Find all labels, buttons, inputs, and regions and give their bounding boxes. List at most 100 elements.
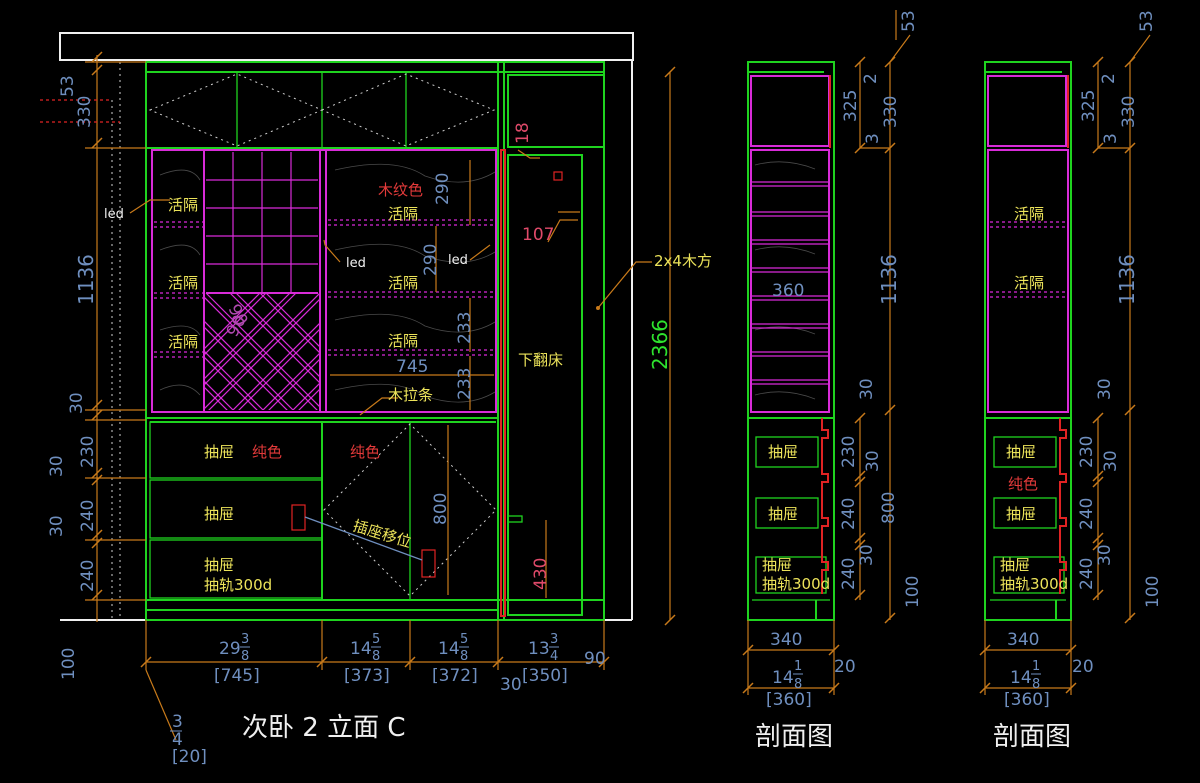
svg-text:3: 3 <box>241 632 249 647</box>
dim-small-107: 107 <box>522 225 554 245</box>
wood-strip-label: 木拉条 <box>388 386 433 404</box>
svg-text:8: 8 <box>372 649 380 664</box>
timber-label: 2x4木方 <box>654 252 712 270</box>
fold-bed <box>500 149 583 617</box>
section1-240a: 240 <box>839 498 859 530</box>
drawer-label-2: 抽屉 <box>204 505 234 523</box>
bottom-dim-4: 13 3 4 [350] <box>522 632 568 686</box>
section1-330: 330 <box>881 96 901 128</box>
shelf-label-3: 活隔 <box>168 333 198 351</box>
led-label-3: led <box>448 253 468 268</box>
section2-frac-num: 1 <box>1032 659 1040 674</box>
display-frame <box>151 149 497 413</box>
svg-text:14: 14 <box>350 639 372 659</box>
svg-text:3: 3 <box>550 632 558 647</box>
section1-drawer-1: 抽屉 <box>768 443 798 461</box>
dim-left-30c: 30 <box>47 515 67 537</box>
wine-rack-grid <box>206 152 318 294</box>
shelf-label-6: 活隔 <box>388 332 418 350</box>
drawer-label-1: 抽屉 <box>204 443 234 461</box>
section2-20: 20 <box>1072 657 1094 677</box>
led-label-2: led <box>346 256 366 271</box>
dim-gap-30: 30 <box>500 675 522 695</box>
section2-frac-whole: 14 <box>1010 668 1032 688</box>
section2-340: 340 <box>1007 630 1039 650</box>
dim-shelf-233b: 233 <box>455 368 475 400</box>
drawer-rail-label: 抽轨300d <box>204 576 272 594</box>
bottom-dimension-chain <box>140 620 610 741</box>
dim-shelf-290b: 290 <box>421 244 441 276</box>
svg-text:14: 14 <box>438 639 460 659</box>
section1-800: 800 <box>879 492 899 524</box>
section1-frac-num: 1 <box>794 659 802 674</box>
svg-text:[373]: [373] <box>344 666 390 686</box>
section-view-1: 抽屉 抽屉 抽屉 抽轨300d 360 53 325 2 3 330 1136 … <box>742 10 923 752</box>
section1-30c: 30 <box>857 544 877 566</box>
leaders <box>129 149 652 598</box>
section2-shelf-2: 活隔 <box>1014 274 1044 292</box>
section1-53: 53 <box>899 10 919 32</box>
shelf-label-5: 活隔 <box>388 274 418 292</box>
section1-20: 20 <box>834 657 856 677</box>
svg-text:5: 5 <box>460 632 468 647</box>
section2-100: 100 <box>1143 576 1163 608</box>
section1-drawer-2: 抽屉 <box>768 505 798 523</box>
left-dimension-chain <box>40 51 146 622</box>
dim-left-240a: 240 <box>78 500 98 532</box>
section2-30b: 30 <box>1101 450 1121 472</box>
section1-100: 100 <box>903 576 923 608</box>
dim-inner-width: 745 <box>396 357 428 377</box>
dim-left-30a: 30 <box>67 392 87 414</box>
svg-text:4: 4 <box>172 730 183 750</box>
ceiling-bar <box>59 32 634 61</box>
section1-2: 2 <box>861 73 881 84</box>
svg-text:4: 4 <box>550 649 558 664</box>
dim-shelf-290a: 290 <box>433 173 453 205</box>
svg-text:5: 5 <box>372 632 380 647</box>
dim-left-240b: 240 <box>78 560 98 592</box>
section1-mid-360: 360 <box>772 281 804 301</box>
dim-left-230: 230 <box>78 436 98 468</box>
corner-dim: 3 4 [20] <box>170 712 207 767</box>
svg-text:8: 8 <box>241 649 249 664</box>
section2-frac-den: 8 <box>1032 677 1040 692</box>
solid-color-label-2: 纯色 <box>350 443 380 461</box>
dim-shelf-233a: 233 <box>455 312 475 344</box>
svg-text:[372]: [372] <box>432 666 478 686</box>
svg-text:[20]: [20] <box>172 747 207 767</box>
section2-1136: 1136 <box>1115 254 1139 305</box>
section2-frac-mm: [360] <box>1004 690 1050 710</box>
section2-shelf-1: 活隔 <box>1014 205 1044 223</box>
section2-3: 3 <box>1101 133 1121 144</box>
section2-drawer-3: 抽屉 <box>1000 556 1030 574</box>
section2-240b: 240 <box>1077 558 1097 590</box>
section1-1136: 1136 <box>877 254 901 305</box>
section2-330: 330 <box>1119 96 1139 128</box>
section2-title: 剖面图 <box>993 722 1071 752</box>
section1-3: 3 <box>863 133 883 144</box>
section1-title: 剖面图 <box>755 722 833 752</box>
section1-drawer-3: 抽屉 <box>762 556 792 574</box>
svg-text:[745]: [745] <box>214 666 260 686</box>
dim-left-330: 330 <box>75 96 95 128</box>
shelf-label-1: 活隔 <box>168 196 198 214</box>
wood-grain <box>159 161 816 403</box>
section2-240a: 240 <box>1077 498 1097 530</box>
section2-2: 2 <box>1099 73 1119 84</box>
section2-53: 53 <box>1137 10 1157 32</box>
svg-text:13: 13 <box>528 639 550 659</box>
section1-frac-mm: [360] <box>766 690 812 710</box>
section2-230: 230 <box>1077 436 1097 468</box>
dim-left-30b: 30 <box>47 455 67 477</box>
drawer-section <box>146 417 498 600</box>
bottom-dim-3: 14 5 8 [372] <box>432 632 478 686</box>
fold-bed-label: 下翻床 <box>518 351 563 369</box>
section1-frac-whole: 14 <box>772 668 794 688</box>
dim-small-18: 18 <box>513 122 533 144</box>
wood-color-label: 木纹色 <box>378 181 423 199</box>
outlet-move-label: 插座移位 <box>351 517 414 552</box>
svg-text:29: 29 <box>219 639 241 659</box>
section1-30: 30 <box>857 378 877 400</box>
section2-30: 30 <box>1095 378 1115 400</box>
